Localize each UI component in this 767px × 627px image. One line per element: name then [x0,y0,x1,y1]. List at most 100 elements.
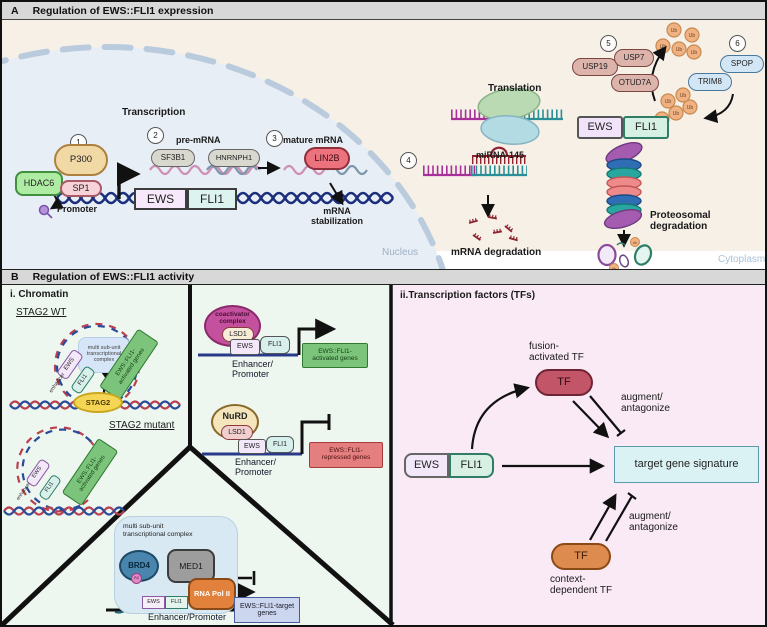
svg-text:Ub: Ub [665,99,672,105]
ribosome-icon [477,87,541,145]
coactivator-enhancer-promoter-label: Enhancer/ Promoter [232,359,274,380]
step-number: 5 [606,39,611,48]
panel-a-header: A Regulation of EWS::FLI1 expression [2,2,765,20]
step-6-badge: 6 [729,35,746,52]
svg-text:Ub: Ub [671,28,678,34]
proteasome-icon [603,142,643,230]
fli1-protein-box: FLI1 [623,116,669,139]
augment-antagonize-label-top: augment/ antagonize [621,392,670,415]
ub-icon: Ub [668,105,684,121]
lin28b-protein: LIN2B [304,147,350,170]
svg-text:Ub: Ub [680,93,687,99]
svg-text:Ub: Ub [673,111,680,117]
ub-icon: Ub [682,99,698,115]
panel-b-title: Regulation of EWS::FLI1 activity [32,271,195,283]
nurd-fli1-box: FLI1 [266,436,294,453]
svg-text:Ub: Ub [687,105,694,111]
svg-text:Ub: Ub [676,47,683,53]
step-number: 2 [153,131,158,140]
sp1-protein: SP1 [60,180,102,197]
mrna-stabilization-label: mRNA stabilization [310,206,363,227]
step-3-badge: 3 [266,130,283,147]
spop-protein: SPOP [720,55,764,73]
panel-a-title: Regulation of EWS::FLI1 expression [32,4,214,17]
proteosomal-degradation-label: Proteosomal degradation [650,210,711,233]
rna-pol-ii-protein: RNA Pol II [188,578,236,610]
pre-mrna-label: pre-mRNA [176,135,221,145]
ews-gene-box: EWS [134,188,187,210]
panel-b-label: B [11,271,19,283]
hnrnph1-protein: HNRNPH1 [208,149,260,167]
stag2-cohesin: STAG2 [73,392,123,413]
step-4-badge: 4 [400,152,417,169]
fusion-tf-augment-arrow [572,400,610,439]
stag2-mutant-loop [3,426,125,516]
sf3b1-protein: SF3B1 [151,149,195,167]
mrna-fragments-icon [468,214,518,242]
ub-icon: Ub [684,27,700,43]
nurd-enhancer-promoter-label: Enhancer/ Promoter [235,457,277,478]
mirna-target-mrna [423,165,527,177]
step-number: 1 [76,138,81,147]
stag2-mutant-label: STAG2 mutant [109,420,175,431]
context-tf-pill: TF [551,543,611,570]
transcription-label: Transcription [122,107,186,118]
mirna-hairpin-icon [472,146,526,164]
bottom-ews-box: EWS [142,596,165,609]
ub-icon: Ub [660,93,676,109]
usp7-protein: USP7 [614,49,654,67]
step-2-badge: 2 [147,127,164,144]
target-gene-signature-box: target gene signature [614,446,759,483]
repressed-genes-box: EWS::FLI1- repressed genes [309,442,383,468]
fusion-tf-pill: TF [535,369,593,396]
fusion-tf-label: fusion- activated TF [529,341,584,364]
hdac6-protein: HDAC6 [15,171,63,196]
otud7a-protein: OTUD7A [611,74,659,92]
target-genes-box: EWS::FLI1-target genes [234,597,300,623]
tf-fli1-box: FLI1 [449,453,494,478]
augment-antagonize-label-bottom: augment/ antagonize [629,511,678,534]
ews-protein-box: EWS [577,116,623,139]
step-number: 3 [272,134,277,143]
panel-dividers [2,285,395,625]
ews-to-fusion-tf-arrow [470,383,531,450]
svg-text:Ub: Ub [633,241,638,245]
trim8-protein: TRIM8 [688,73,732,91]
mirna-145-label: miRNA-145 [476,150,525,160]
ub-icon: Ub [686,44,702,60]
context-tf-augment-arrow [589,493,617,541]
nurd-ews-box: EWS [238,439,266,454]
ub-icon: Ub [630,237,640,247]
svg-text:Ub: Ub [689,33,696,39]
coactivator-fli1-box: FLI1 [260,336,290,354]
coactivator-ews-box: EWS [230,339,260,355]
ub-icon: Ub [666,22,682,38]
bottom-enhancer-promoter-label: Enhancer/Promoter [148,612,227,622]
degraded-protein-icon: Ub Ub [597,237,653,273]
tf-section-title: ii.Transcription factors (TFs) [400,290,536,301]
repressed-genes-tbar [300,414,331,454]
ub-icon: Ub [675,87,691,103]
transcription-start-arrow [116,162,141,199]
step-number: 4 [406,156,411,165]
ub-cluster-free: Ub Ub Ub Ub Ub [655,22,702,60]
activated-genes-arrow [297,318,337,355]
p300-protein: P300 [54,144,108,176]
panel-a-label: A [11,4,19,17]
nurd-lsd1: LSD1 [221,425,253,440]
stag2-wt-label: STAG2 WT [16,307,67,318]
stabilization-arrow [329,182,344,206]
acetyl-mark-icon [38,204,53,219]
context-tf-antagonize-tbar [605,492,637,542]
ub-icon: Ub [671,41,687,57]
activated-genes-box: EWS::FLI1- activated genes [302,343,368,368]
deacetylation-arrow [49,194,64,210]
context-tf-label: context- dependent TF [550,574,613,597]
cytoplasm-label: Cytoplasm [718,254,766,265]
promoter-label: Promoter [57,204,98,214]
step-number: 6 [735,39,740,48]
fusion-tf-antagonize-tbar [589,395,626,437]
mrna-degradation-label: mRNA degradation [451,247,542,258]
tf-ews-box: EWS [404,453,449,478]
